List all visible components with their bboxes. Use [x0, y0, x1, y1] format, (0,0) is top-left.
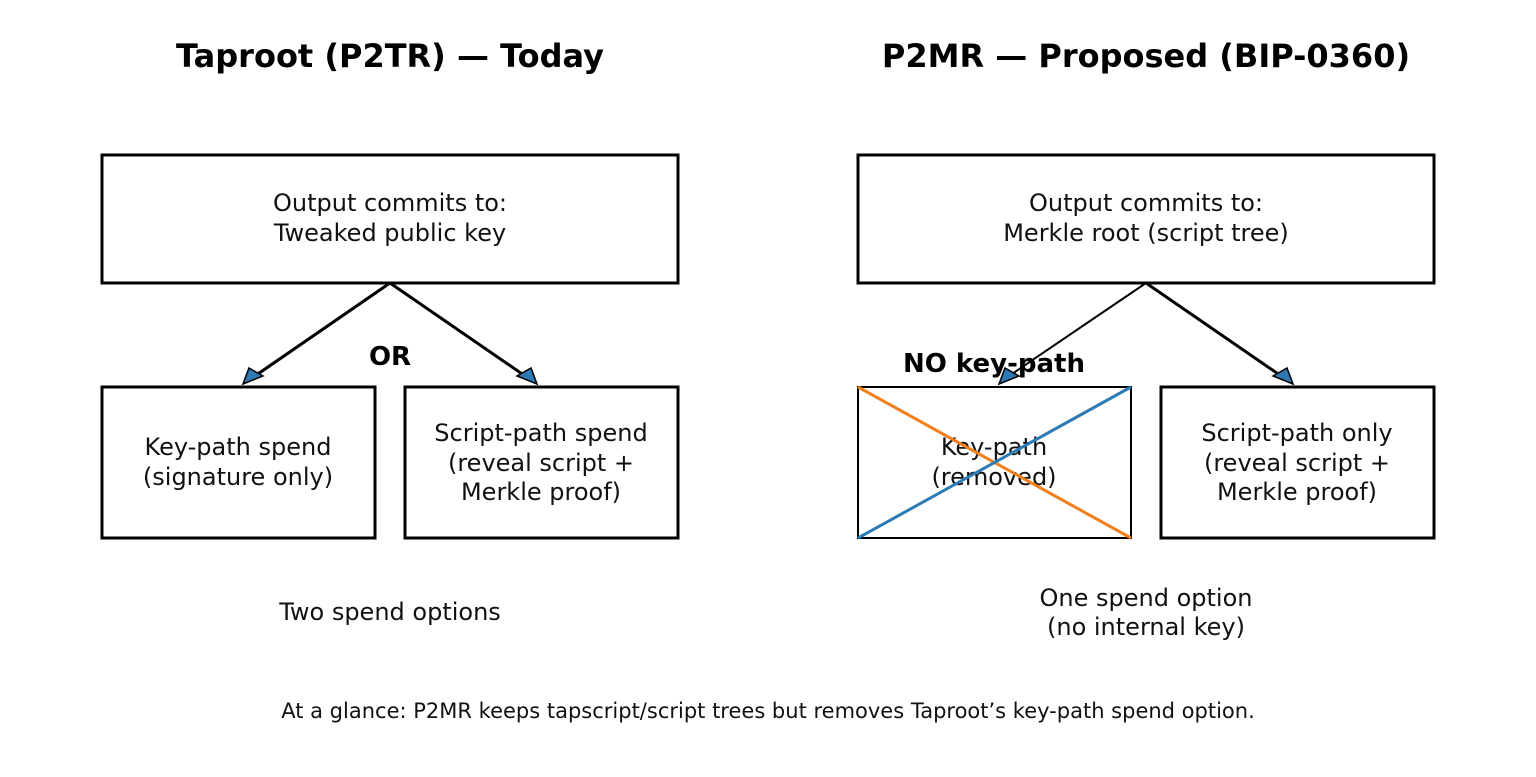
key-path-line-2: (signature only) — [143, 463, 333, 491]
key-path-line-1: Key-path spend — [145, 433, 332, 461]
p2mr-script-path-line-2: (reveal script + — [1204, 449, 1390, 477]
cross-out-line-blue — [857, 385, 1132, 540]
p2mr-script-path-line-3: Merkle proof) — [1217, 478, 1377, 506]
p2mr-arrows — [997, 281, 1295, 386]
p2mr-arrowhead-removed-key-path — [997, 366, 1021, 386]
taproot-arrowhead-script-path — [515, 366, 539, 386]
summary-footer: At a glance: P2MR keeps tapscript/script… — [281, 699, 1255, 723]
taproot-arrowhead-key-path — [241, 366, 265, 386]
p2mr-arrow-to-removed-key-path — [1005, 282, 1147, 379]
taproot-output-line-2: Tweaked public key — [273, 219, 506, 247]
script-path-line-3: Merkle proof) — [461, 478, 621, 506]
p2mr-panel: P2MR — Proposed (BIP-0360) Output commit… — [856, 37, 1436, 641]
taproot-caption: Two spend options — [278, 598, 501, 626]
p2mr-caption-line-2: (no internal key) — [1047, 613, 1245, 641]
taproot-output-box: Output commits to: Tweaked public key — [100, 153, 680, 285]
taproot-title: Taproot (P2TR) — Today — [176, 37, 604, 75]
p2mr-title: P2MR — Proposed (BIP-0360) — [882, 37, 1410, 75]
no-key-path-label: NO key-path — [903, 349, 1085, 379]
taproot-arrows — [241, 281, 539, 386]
p2mr-arrowhead-script-path — [1271, 366, 1295, 386]
taproot-script-path-box: Script-path spend (reveal script + Merkl… — [403, 385, 680, 540]
p2mr-caption-line-1: One spend option — [1040, 584, 1253, 612]
p2mr-script-path-line-1: Script-path only — [1201, 419, 1392, 447]
script-path-line-1: Script-path spend — [434, 419, 647, 447]
taproot-output-line-1: Output commits to: — [273, 189, 507, 217]
taproot-arrow-to-script-path — [389, 281, 529, 380]
taproot-key-path-box: Key-path spend (signature only) — [100, 385, 377, 540]
removed-key-path-line-1: Key-path — [941, 433, 1047, 461]
p2mr-output-line-1: Output commits to: — [1029, 189, 1263, 217]
p2mr-removed-key-path-box: Key-path (removed) — [857, 385, 1132, 540]
p2mr-script-path-box: Script-path only (reveal script + Merkle… — [1159, 385, 1436, 540]
or-label: OR — [369, 342, 411, 372]
taproot-panel: Taproot (P2TR) — Today Output commits to… — [100, 37, 680, 626]
taproot-arrow-to-key-path — [251, 281, 391, 380]
p2mr-arrow-to-script-path — [1145, 281, 1285, 380]
p2mr-output-box: Output commits to: Merkle root (script t… — [856, 153, 1436, 285]
script-path-line-2: (reveal script + — [448, 449, 634, 477]
p2mr-output-line-2: Merkle root (script tree) — [1003, 219, 1289, 247]
